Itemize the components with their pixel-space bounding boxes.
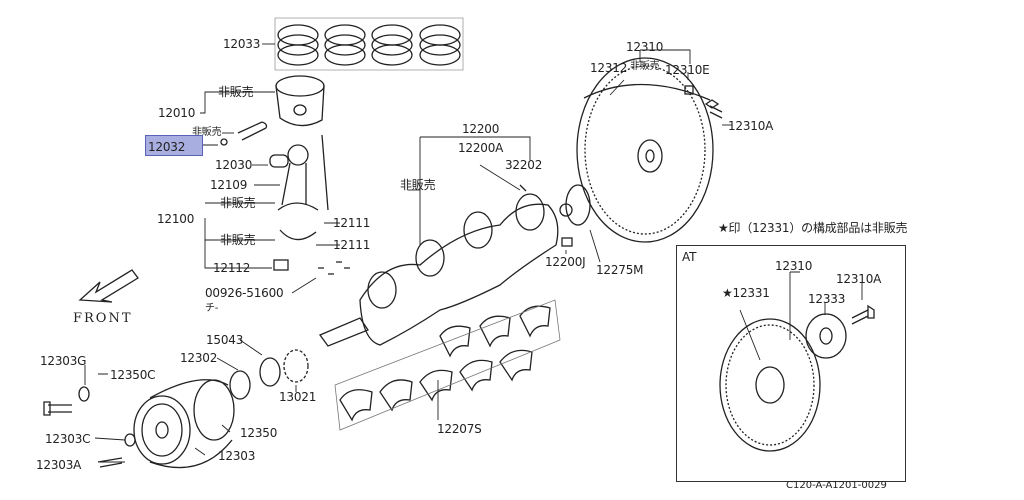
label-15043[interactable]: 15043 (206, 333, 244, 347)
label-00926-51600[interactable]: 00926-51600 (205, 286, 284, 300)
label-12109[interactable]: 12109 (210, 178, 248, 192)
flywheel-bolt (704, 99, 723, 119)
label-12032-highlighted[interactable]: 12032 (145, 135, 203, 156)
flywheel-dowel (684, 85, 694, 95)
at-box (676, 245, 906, 482)
small-bolt (97, 457, 123, 468)
label-12303[interactable]: 12303 (218, 449, 256, 463)
label-12100[interactable]: 12100 (157, 212, 195, 226)
bushing (269, 154, 289, 168)
diagram-code: C120-A-A1201-0029 (786, 480, 887, 491)
connecting-rod (277, 134, 329, 241)
label-12030[interactable]: 12030 (215, 158, 253, 172)
label-at-12310A[interactable]: 12310A (836, 272, 882, 286)
label-12207S[interactable]: 12207S (437, 422, 482, 436)
label-12303C[interactable]: 12303C (45, 432, 91, 446)
label-12111-a[interactable]: 12111 (333, 216, 371, 230)
label-12010[interactable]: 12010 (158, 106, 196, 120)
piston-rings (274, 17, 464, 71)
snap-ring (220, 138, 228, 146)
pulley-bolt (43, 401, 72, 416)
label-12310E[interactable]: 12310E (665, 63, 710, 77)
crankshaft (318, 193, 559, 347)
label-nonsale-6: 非販売 (630, 61, 660, 72)
label-12033[interactable]: 12033 (223, 37, 261, 51)
label-nonsale-4: 非販売 (220, 233, 256, 247)
crank-sprocket (259, 357, 281, 387)
label-12200J[interactable]: 12200J (545, 255, 586, 269)
dowel-pin (561, 237, 573, 247)
flywheel-mt (576, 57, 714, 243)
piston-pin (237, 121, 268, 141)
label-12302[interactable]: 12302 (180, 351, 218, 365)
piston (275, 75, 325, 127)
label-12112[interactable]: 12112 (213, 261, 251, 275)
label-nonsale-5: 非販売 (400, 178, 436, 192)
front-label: FRONT (73, 311, 133, 326)
label-12350[interactable]: 12350 (240, 426, 278, 440)
label-12350C[interactable]: 12350C (110, 368, 156, 382)
label-12303G[interactable]: 12303G (40, 354, 87, 368)
label-AT: AT (682, 250, 697, 264)
label-12111-b[interactable]: 12111 (333, 238, 371, 252)
at-bolt (851, 304, 875, 325)
label-12275M[interactable]: 12275M (596, 263, 644, 277)
label-at-12310[interactable]: 12310 (775, 259, 813, 273)
label-12310A[interactable]: 12310A (728, 119, 774, 133)
label-12303A[interactable]: 12303A (36, 458, 82, 472)
washer (78, 386, 90, 402)
front-arrow (78, 269, 139, 303)
label-12200A[interactable]: 12200A (458, 141, 504, 155)
drive-plate-at (719, 313, 847, 452)
rod-nut (273, 259, 289, 271)
label-12312[interactable]: 12312 (590, 61, 628, 75)
label-at-12331[interactable]: ★12331 (722, 286, 770, 300)
label-12310[interactable]: 12310 (626, 40, 664, 54)
note-text: ★印（12331）の構成部品は非販売 (718, 221, 908, 235)
label-nonsale-3: 非販売 (220, 196, 256, 210)
label-32202[interactable]: 32202 (505, 158, 543, 172)
label-nonsale-1: 非販売 (218, 85, 254, 99)
label-00926-sub: チ- (205, 303, 219, 314)
label-12200[interactable]: 12200 (462, 122, 500, 136)
crank-pulley (133, 379, 235, 469)
balancer-gear (283, 349, 309, 383)
label-nonsale-2: 非販売 (192, 127, 222, 138)
label-at-12333[interactable]: 12333 (808, 292, 846, 306)
main-bearings (334, 299, 561, 431)
label-13021[interactable]: 13021 (279, 390, 317, 404)
